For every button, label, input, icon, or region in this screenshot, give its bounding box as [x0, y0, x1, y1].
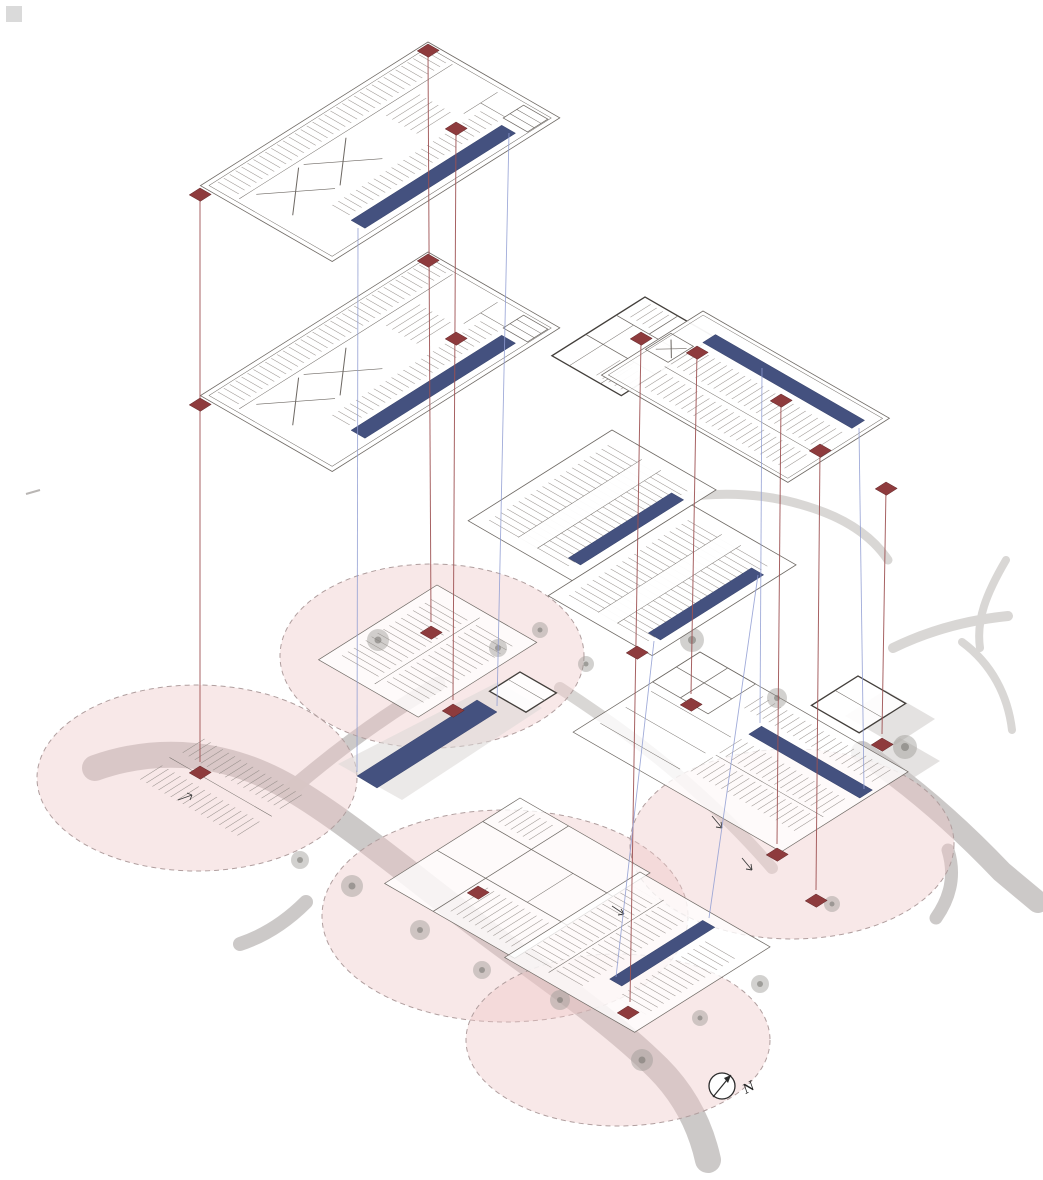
- slab-connector-lines-blue: [356, 132, 865, 978]
- road-northeast-twig-2: [958, 638, 1016, 734]
- core-marker: [874, 481, 898, 496]
- connector-lines: [199, 51, 887, 1003]
- tree: [532, 622, 548, 638]
- tree: [767, 688, 787, 708]
- north-arrow-tip: [724, 1075, 731, 1083]
- tree: [367, 629, 389, 651]
- central-pavilion: [488, 671, 558, 713]
- floor-plates: [199, 41, 891, 657]
- pink-radius-zones: [36, 563, 955, 1127]
- central-spine-slab: [356, 699, 498, 789]
- site-plan: [36, 489, 1043, 1173]
- edge-tick-artifact: [25, 489, 41, 495]
- tree: [631, 1049, 653, 1071]
- road-east-branch: [929, 843, 959, 925]
- arrow-mark: [177, 792, 193, 801]
- tree: [410, 920, 430, 940]
- road-southwest-stub: [233, 895, 313, 951]
- tree: [550, 990, 570, 1010]
- ground-buildings: [136, 584, 909, 1033]
- tree: [578, 656, 594, 672]
- tree: [291, 851, 309, 869]
- tree: [824, 896, 840, 912]
- arrow-mark: [741, 857, 753, 871]
- tree: [692, 1010, 708, 1026]
- tree: [473, 961, 491, 979]
- road-northeast-twig-3: [975, 556, 1010, 652]
- corner-artifact: [6, 6, 22, 22]
- context-block-east-2: [870, 738, 940, 780]
- road-northeast-twig-1: [888, 611, 1013, 653]
- radius-zone-west: [36, 684, 358, 872]
- tree: [751, 975, 769, 993]
- floor-plate-level-3: [199, 41, 561, 263]
- core-connector-lines-red: [199, 51, 887, 1003]
- tree: [341, 875, 363, 897]
- tree: [893, 735, 917, 759]
